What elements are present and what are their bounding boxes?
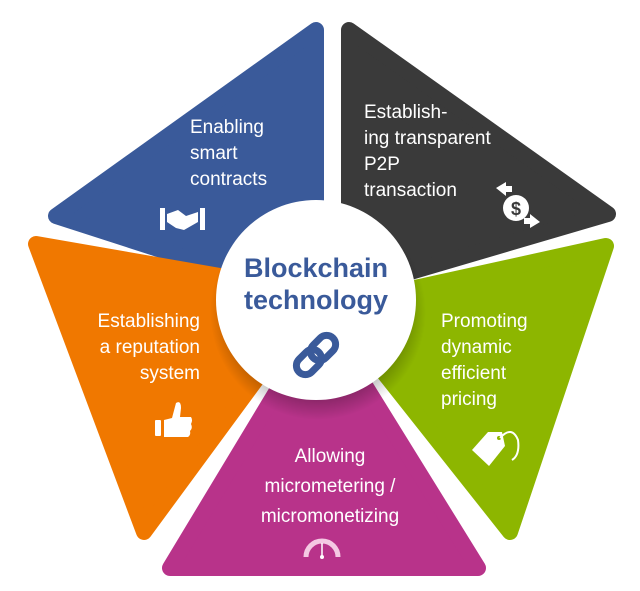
label-line: transaction — [364, 180, 457, 201]
label-line: Establishing — [97, 311, 200, 332]
svg-text:$: $ — [511, 199, 521, 219]
segment-p2p-transaction — [341, 22, 616, 298]
label-micrometering: Allowing micrometering / micromonetizing — [230, 442, 430, 532]
label-line: micrometering / — [264, 476, 396, 497]
handshake-icon — [160, 208, 205, 230]
price-tag-icon — [472, 431, 520, 466]
label-line: Allowing — [294, 446, 366, 467]
label-line: system — [139, 363, 200, 384]
label-line: micromonetizing — [260, 506, 400, 527]
segment-micrometering — [162, 308, 486, 576]
label-line: ing transparent — [364, 128, 491, 149]
center-title-line1: Blockchain — [243, 253, 389, 283]
label-line: dynamic — [441, 337, 512, 358]
dollar-exchange-icon: $ — [496, 182, 540, 228]
label-p2p-transaction: Establish- ing transparent P2P transacti… — [364, 100, 491, 204]
label-line: contracts — [190, 169, 268, 190]
label-line: P2P — [364, 154, 400, 175]
label-line: efficient — [441, 363, 507, 384]
label-smart-contracts: Enabling smart contracts — [190, 115, 267, 193]
label-line: Establish- — [364, 102, 448, 123]
label-line: smart — [190, 143, 238, 164]
label-line: Promoting — [441, 311, 528, 332]
label-line: pricing — [441, 389, 497, 410]
gauge-icon — [303, 538, 341, 559]
label-line: a reputation — [99, 337, 200, 358]
center-title-line2: technology — [243, 285, 388, 315]
thumbs-up-icon — [155, 402, 192, 437]
label-dynamic-pricing: Promoting dynamic efficient pricing — [441, 309, 528, 413]
label-line: Enabling — [190, 117, 264, 138]
center-circle — [216, 200, 416, 400]
chain-link-icon — [292, 331, 340, 379]
label-reputation-system: Establishing a reputation system — [60, 309, 200, 387]
